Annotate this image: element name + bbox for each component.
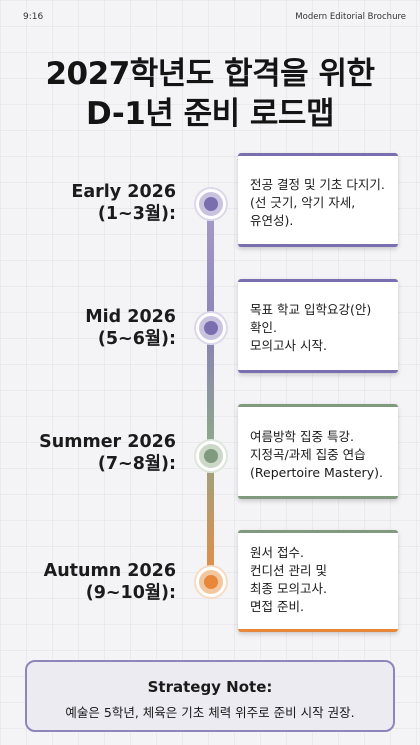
stage-name-summer: Summer 2026: [39, 432, 176, 452]
stage-name-autumn: Autumn 2026: [43, 561, 176, 581]
stage-name-mid: Mid 2026: [85, 307, 176, 327]
stage-card-mid: 목표 학교 입학요강(안) 확인. 모의고사 시작.: [238, 279, 398, 373]
stage-label-mid: Mid 2026 (5~6월):: [85, 306, 176, 350]
timeline-node-summer: [196, 441, 226, 471]
timeline-node-early: [196, 189, 226, 219]
timeline-node-mid: [196, 313, 226, 343]
card-line: 전공 결정 및 기초 다지기.: [250, 177, 385, 192]
strategy-note-box: Strategy Note: 예술은 5학년, 체육은 기초 체력 위주로 준비…: [25, 660, 395, 732]
card-line: 확인.: [250, 320, 277, 335]
status-time: 9:16: [23, 12, 44, 22]
card-line: 유연성).: [250, 213, 294, 228]
stage-months-mid: (5~6월):: [97, 329, 176, 349]
card-line: 면접 준비.: [250, 599, 304, 614]
stage-label-autumn: Autumn 2026 (9~10월):: [44, 560, 176, 604]
timeline-dot-summer: [204, 449, 218, 463]
strategy-note-title: Strategy Note:: [147, 678, 273, 696]
card-line: 최종 모의고사.: [250, 581, 327, 596]
card-line: 목표 학교 입학요강(안): [250, 302, 372, 317]
timeline-dot-early: [204, 197, 218, 211]
card-line: 여름방학 집중 특강.: [250, 429, 354, 444]
stage-months-early: (1~3월):: [97, 204, 176, 224]
card-line: 원서 접수.: [250, 545, 304, 560]
timeline-line: [207, 202, 214, 580]
stage-months-summer: (7~8월):: [97, 454, 176, 474]
brochure-label: Modern Editorial Brochure: [295, 12, 406, 22]
stage-card-early: 전공 결정 및 기초 다지기. (선 긋기, 악기 자세, 유연성).: [238, 153, 398, 247]
card-line: (Repertoire Mastery).: [250, 465, 383, 480]
strategy-note-body: 예술은 5학년, 체육은 기초 체력 위주로 준비 시작 권장.: [65, 705, 355, 720]
card-line: 모의고사 시작.: [250, 338, 327, 353]
page-title-line-1: 2027학년도 합격을 위한: [45, 56, 375, 92]
stage-months-autumn: (9~10월):: [85, 583, 176, 603]
card-line: 컨디션 관리 및: [250, 563, 327, 578]
card-line: (선 긋기, 악기 자세,: [250, 195, 356, 210]
timeline-dot-mid: [204, 321, 218, 335]
stage-card-summer: 여름방학 집중 특강. 지정곡/과제 집중 연습 (Repertoire Mas…: [238, 404, 398, 499]
timeline-node-autumn: [196, 567, 226, 597]
timeline-dot-autumn: [204, 575, 218, 589]
card-line: 지정곡/과제 집중 연습: [250, 447, 366, 462]
stage-label-summer: Summer 2026 (7~8월):: [39, 431, 176, 475]
stage-label-early: Early 2026 (1~3월):: [71, 181, 176, 225]
stage-card-autumn: 원서 접수. 컨디션 관리 및 최종 모의고사. 면접 준비.: [238, 530, 398, 632]
stage-name-early: Early 2026: [71, 182, 176, 202]
page-title-line-2: D-1년 준비 로드맵: [86, 96, 334, 132]
